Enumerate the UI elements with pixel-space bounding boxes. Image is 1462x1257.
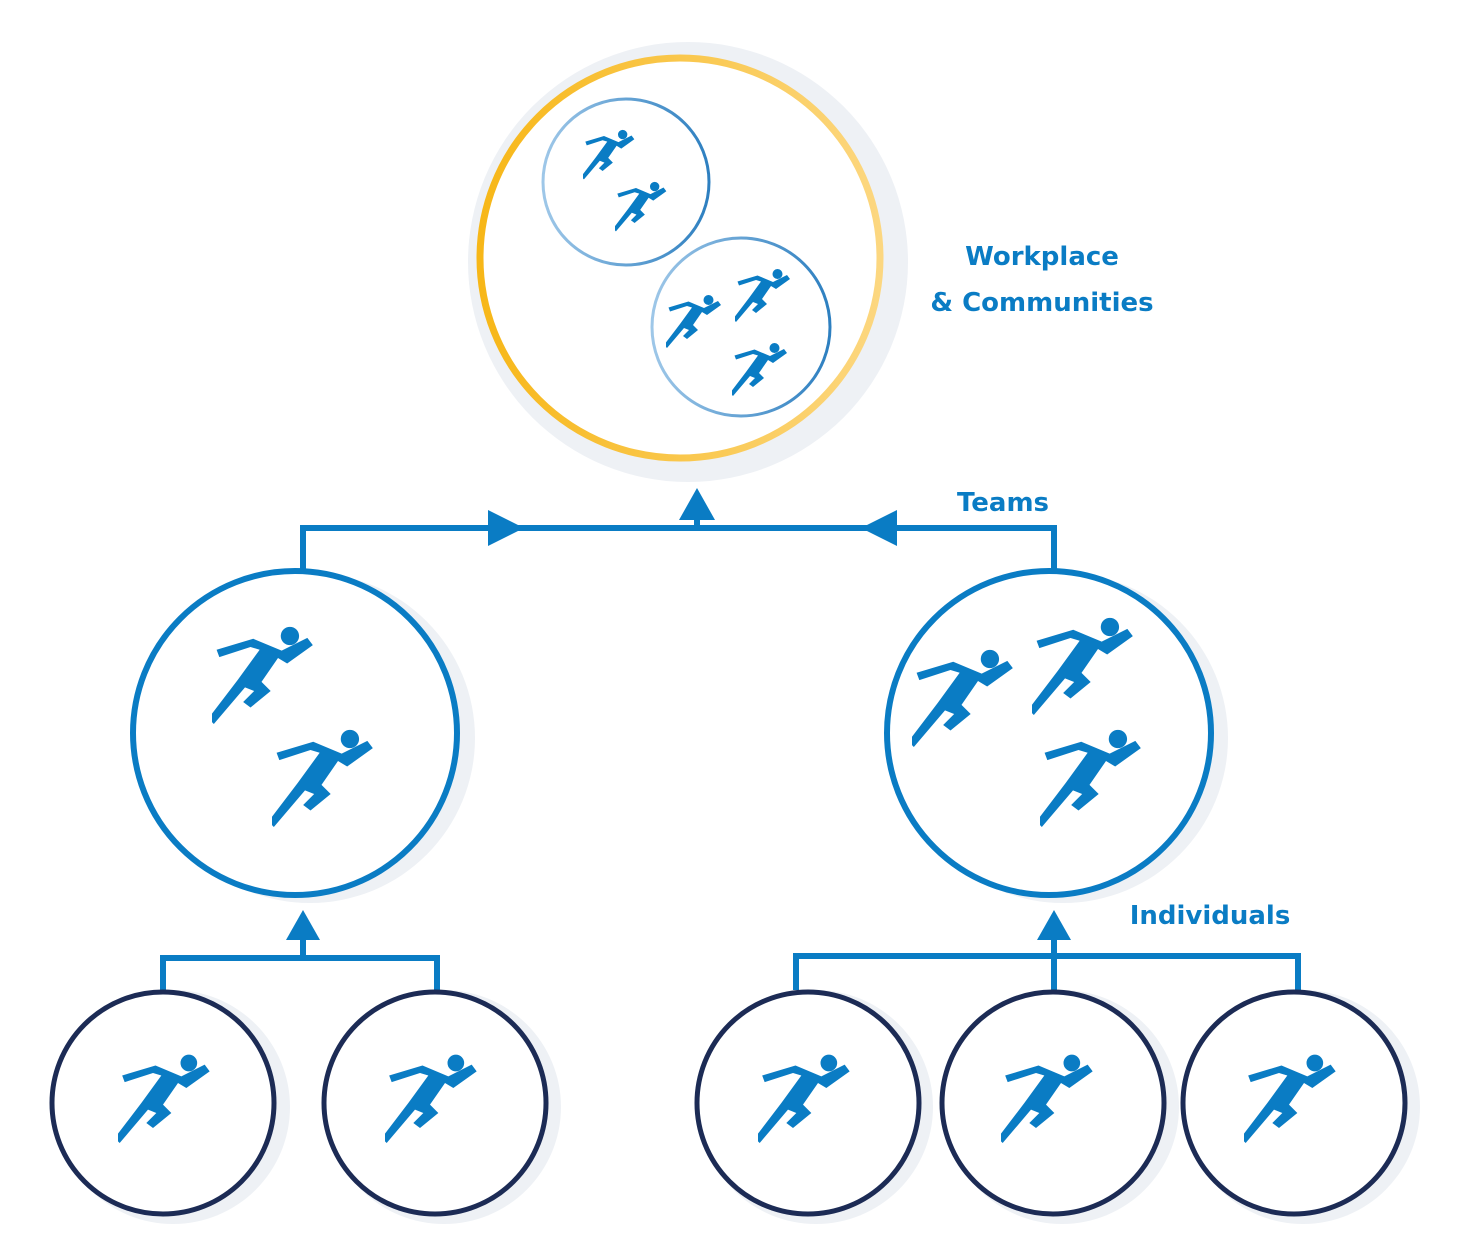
individual-circle [1180, 989, 1408, 1217]
team-connectors [300, 505, 1057, 572]
individuals-label: Individuals [1130, 901, 1291, 931]
workplace-label-line2: & Communities [930, 288, 1153, 318]
right-individuals-connector [793, 953, 1301, 990]
arrow-left-icon [861, 510, 897, 546]
team-arrowheads [488, 488, 897, 546]
individual-circle [321, 989, 549, 1217]
teams-connector-line [300, 525, 1057, 572]
team-circle-right-group [884, 568, 1228, 903]
team-circle [884, 568, 1214, 898]
individual-circle [939, 989, 1167, 1217]
team-circle-left-group [130, 568, 475, 903]
arrow-up-icon [286, 910, 320, 940]
individual-arrowheads [286, 910, 1071, 940]
workplace-circle-group [468, 42, 908, 482]
team-circle [130, 568, 460, 898]
arrow-up-icon [679, 488, 715, 520]
individual-circle-group [1180, 989, 1420, 1224]
arrow-right-icon [488, 510, 524, 546]
individual-connectors [160, 928, 1301, 990]
workplace-group-circle [650, 236, 832, 418]
individual-circle-group [939, 989, 1179, 1224]
individual-circle-group [694, 989, 933, 1224]
individual-circle [694, 989, 922, 1217]
arrow-up-icon [1037, 910, 1071, 940]
individuals-row [49, 989, 1420, 1224]
workplace-group-circle [541, 97, 711, 267]
individual-circle-group [321, 989, 561, 1224]
individual-circle-group [49, 989, 290, 1224]
workplace-label-line1: Workplace [965, 242, 1119, 272]
left-individuals-connector [160, 955, 440, 990]
teams-label: Teams [957, 488, 1049, 518]
